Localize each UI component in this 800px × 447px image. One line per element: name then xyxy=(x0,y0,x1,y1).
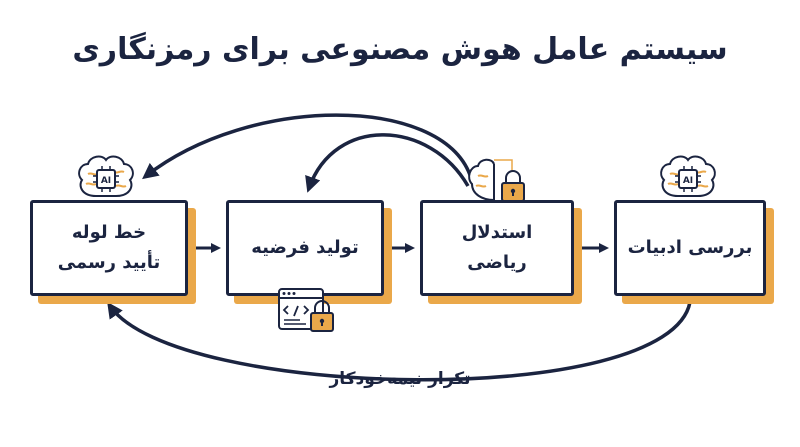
loop-arrow xyxy=(107,301,692,382)
stage-reasoning-label: استدلال ریاضی xyxy=(461,222,533,273)
ai-chip-text-literature: AI xyxy=(683,176,693,186)
ai-chip-text-verification: AI xyxy=(101,176,111,186)
brain-ai-chip-icon: AI xyxy=(660,155,716,197)
arrow-reasoning-to-hypothesis xyxy=(305,133,470,193)
stage-verification: خط لوله تأیید رسمی xyxy=(30,200,188,296)
brain-ai-chip-icon: AI xyxy=(78,155,134,197)
brain-lock-icon xyxy=(468,158,525,202)
arrow-reasoning-to-verification xyxy=(142,113,472,180)
stage-reasoning: استدلال ریاضی xyxy=(420,200,574,296)
code-window-lock-icon xyxy=(278,288,334,332)
stage-hypothesis: تولید فرضیه xyxy=(226,200,384,296)
stage-literature-label: بررسی ادبیات xyxy=(627,237,753,258)
stage-hypothesis-label: تولید فرضیه xyxy=(251,237,359,258)
page-title: سیستم عامل هوش مصنوعی برای رمزنگاری xyxy=(72,32,728,67)
stage-literature: بررسی ادبیات xyxy=(614,200,766,296)
stage-verification-label: خط لوله تأیید رسمی xyxy=(57,222,161,273)
loop-label: تکرار نیمه‌خودکار xyxy=(329,369,471,389)
